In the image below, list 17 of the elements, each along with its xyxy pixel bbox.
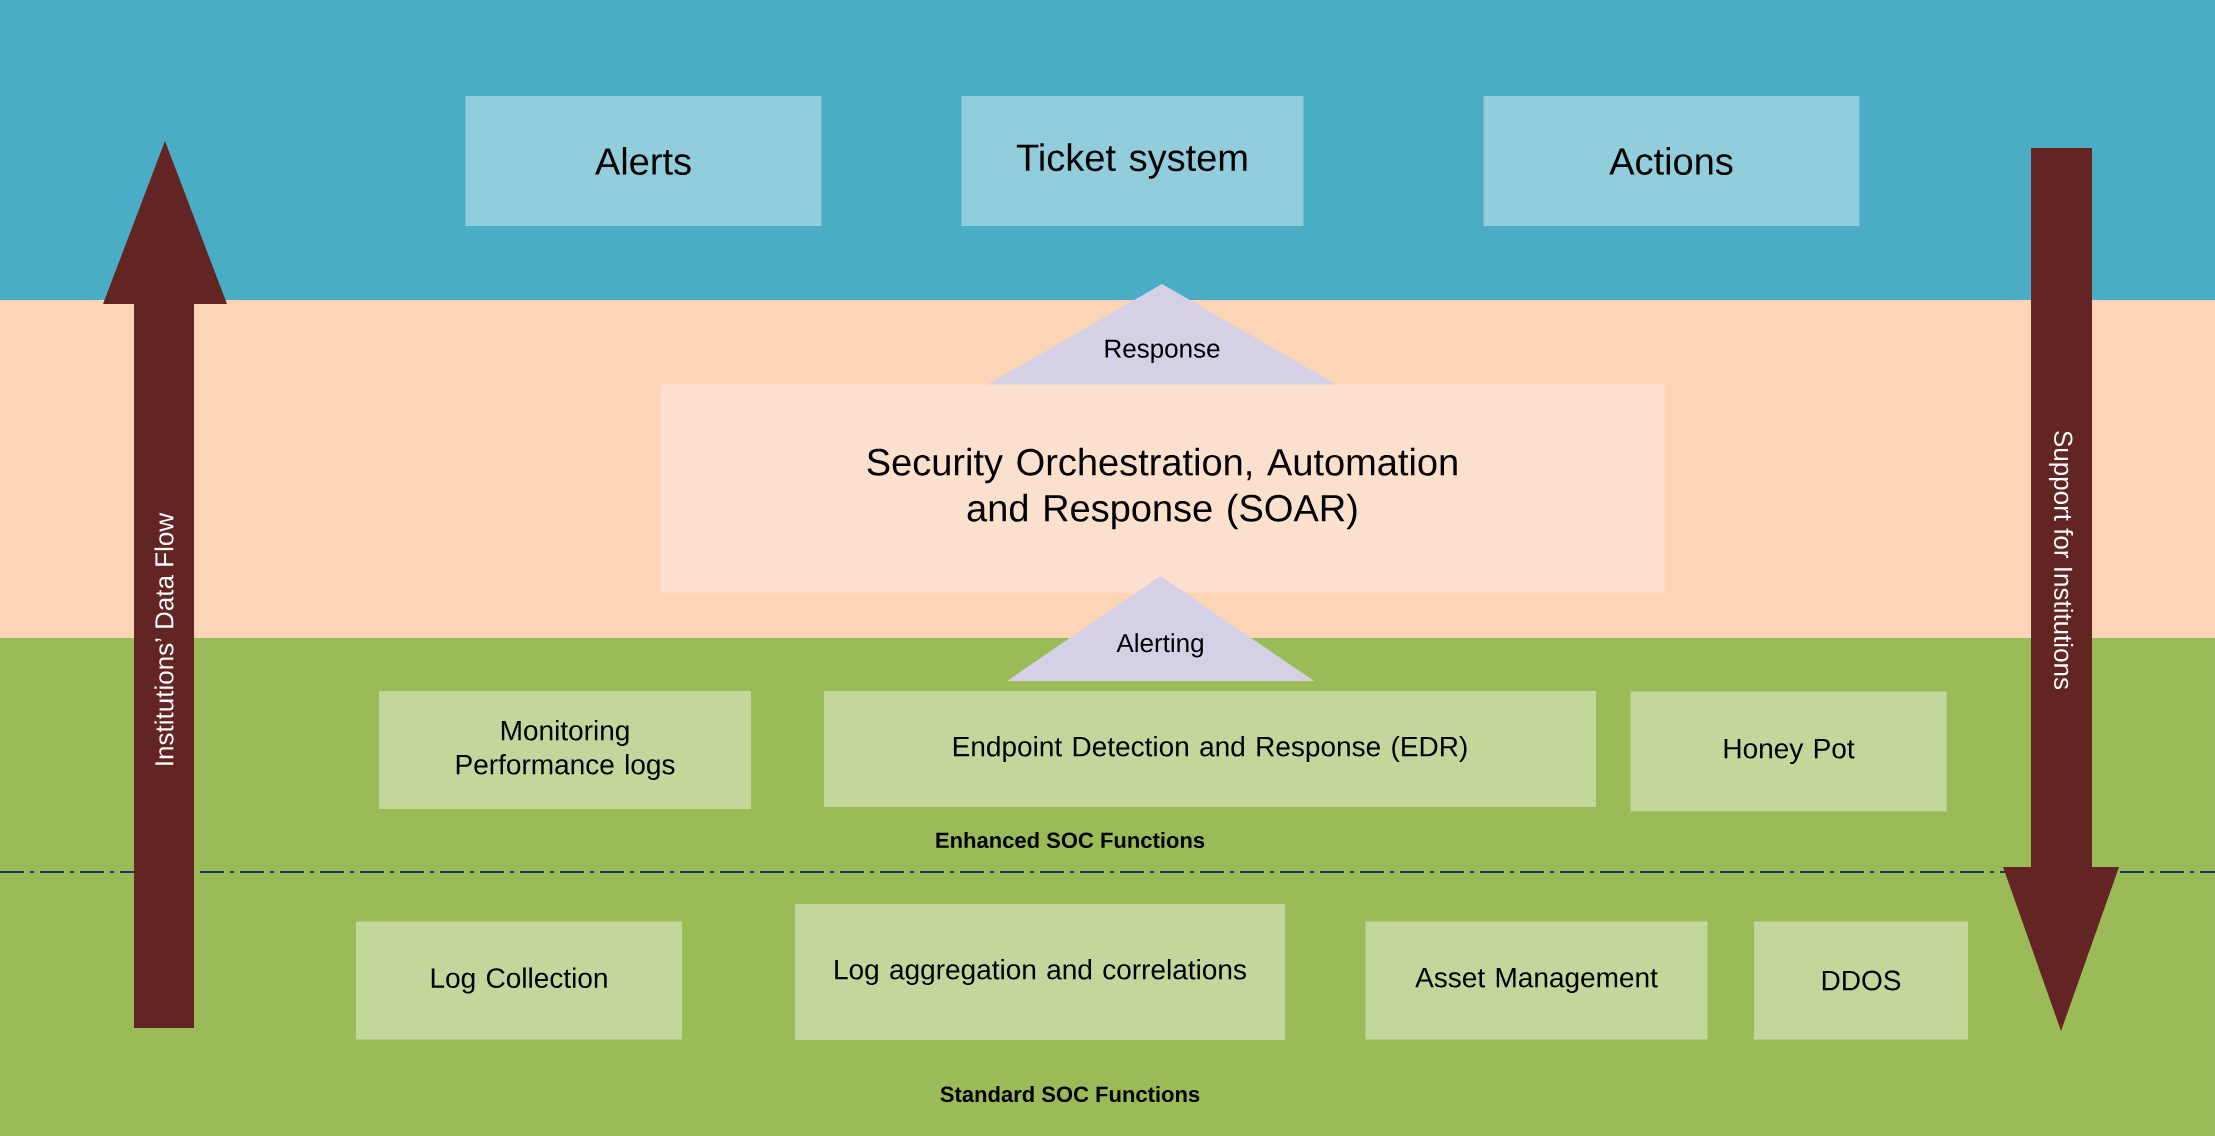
process-box: Monitoring Performance logs (379, 691, 751, 809)
process-box: DDOS (1754, 921, 1968, 1040)
process-box: Log aggregation and correlations (795, 904, 1285, 1040)
process-box: Actions (1483, 96, 1860, 226)
section-label: Enhanced SOC Functions (936, 831, 1205, 849)
arrow-label: Institutions’ Data Flow (154, 512, 174, 765)
process-box: Ticket system (961, 96, 1304, 226)
alert-box: Alerts (465, 96, 822, 226)
alerting-triangle: Alerting (1007, 576, 1314, 681)
process-box: Log Collection (356, 921, 682, 1040)
process-box: Endpoint Detection and Response (EDR) (824, 691, 1596, 807)
process-box: Asset Management (1365, 921, 1708, 1040)
response-triangle: Response (985, 284, 1339, 386)
section-label: Standard SOC Functions (940, 1085, 1200, 1103)
arrow-label: Support for Institutions (2048, 431, 2074, 690)
process-box: Security Orchestration, Automation and Response (SOAR) (660, 384, 1665, 593)
process-box: Honey Pot (1630, 691, 1947, 812)
